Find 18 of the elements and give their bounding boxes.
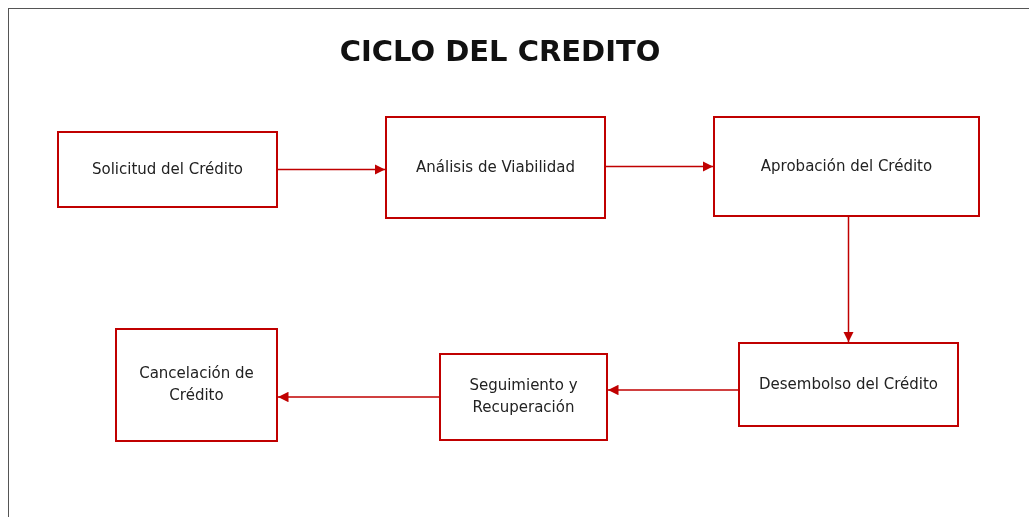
box-label: Desembolso del Crédito xyxy=(758,373,938,395)
diagram-title: CICLO DEL CREDITO xyxy=(338,34,662,68)
arrow xyxy=(607,384,739,396)
arrow xyxy=(605,161,714,172)
process-box xyxy=(738,342,959,427)
process-box xyxy=(57,131,278,208)
process-box xyxy=(385,116,606,219)
box-label: Aprobación del Crédito xyxy=(760,155,933,177)
arrow xyxy=(277,391,440,403)
arrow xyxy=(843,216,854,343)
process-box xyxy=(713,116,980,217)
box-label: Solicitud del Crédito xyxy=(91,158,244,180)
box-label: Seguimiento y Recuperación xyxy=(468,375,579,418)
arrow xyxy=(277,164,386,175)
box-label: Análisis de Viabilidad xyxy=(416,156,575,178)
process-box xyxy=(439,353,608,441)
box-label: Cancelación de Crédito xyxy=(138,363,255,406)
process-box xyxy=(115,328,278,442)
